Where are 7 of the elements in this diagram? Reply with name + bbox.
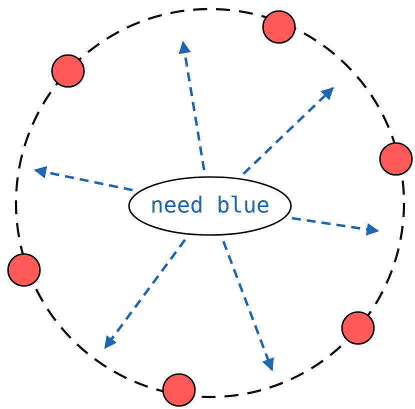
arrow <box>222 240 274 372</box>
arrow <box>34 166 133 192</box>
arrow <box>242 87 334 175</box>
arrow <box>292 216 380 236</box>
arrow <box>104 239 186 349</box>
arrow <box>178 40 206 170</box>
node-label: need blue <box>150 194 270 218</box>
